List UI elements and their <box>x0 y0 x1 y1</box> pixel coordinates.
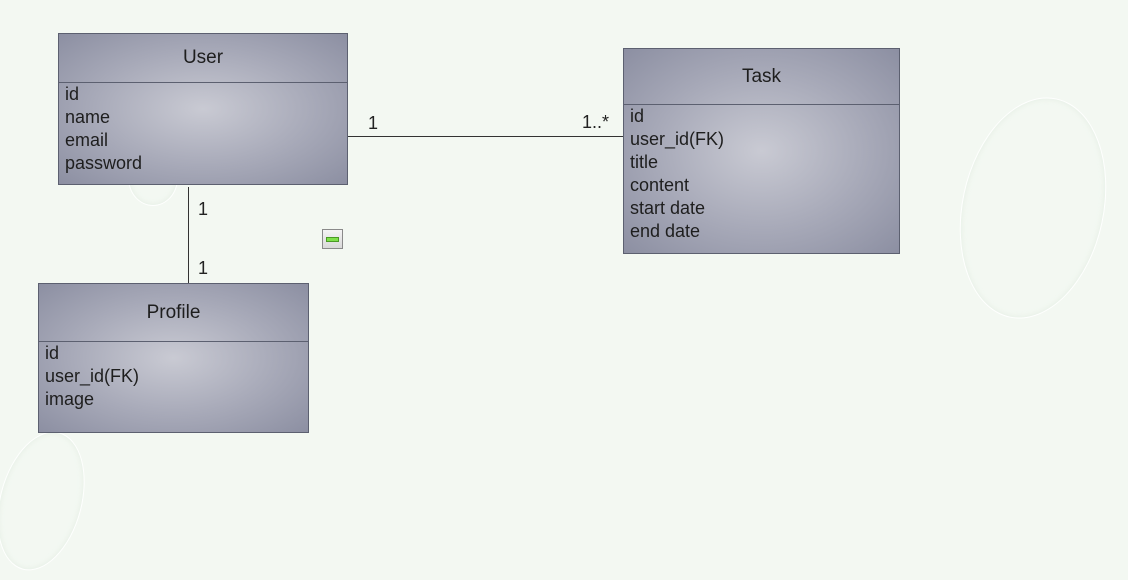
relationship-line-user-profile[interactable] <box>188 187 189 283</box>
field-user-password: password <box>65 153 143 173</box>
entity-profile-fields: id user_id(FK) image <box>39 342 308 411</box>
multiplicity-user-profile-user-end: 1 <box>198 199 209 219</box>
field-task-user-id: user_id(FK) <box>630 129 725 149</box>
multiplicity-user-task-user-end: 1 <box>368 113 379 133</box>
entity-profile-header: Profile <box>39 284 308 342</box>
field-task-id: id <box>630 106 645 126</box>
field-user-name: name <box>65 107 111 127</box>
field-task-end-date: end date <box>630 221 701 241</box>
entity-task-title: Task <box>741 65 782 87</box>
entity-user[interactable]: User id name email password <box>58 33 348 185</box>
entity-task-fields: id user_id(FK) title content start date … <box>624 105 899 243</box>
field-user-id: id <box>65 84 80 104</box>
field-profile-id: id <box>45 343 60 363</box>
background-bubble <box>940 83 1126 333</box>
entity-task-header: Task <box>624 49 899 105</box>
entity-profile[interactable]: Profile id user_id(FK) image <box>38 283 309 433</box>
entity-user-header: User <box>59 34 347 83</box>
entity-profile-title: Profile <box>146 301 201 323</box>
multiplicity-user-task-task-end: 1..* <box>582 112 610 132</box>
collapse-toggle-button[interactable] <box>322 229 343 249</box>
field-profile-image: image <box>45 389 95 409</box>
relationship-line-user-task[interactable] <box>348 136 624 137</box>
entity-user-title: User <box>182 47 224 68</box>
entity-user-fields: id name email password <box>59 83 347 175</box>
field-task-title: title <box>630 152 659 172</box>
field-task-content: content <box>630 175 690 195</box>
field-task-start-date: start date <box>630 198 706 218</box>
field-profile-user-id: user_id(FK) <box>45 366 140 386</box>
minus-bar-icon <box>326 237 339 242</box>
entity-task[interactable]: Task id user_id(FK) title content start … <box>623 48 900 254</box>
field-user-email: email <box>65 130 109 150</box>
background-bubble <box>0 421 99 580</box>
multiplicity-user-profile-profile-end: 1 <box>198 258 209 278</box>
